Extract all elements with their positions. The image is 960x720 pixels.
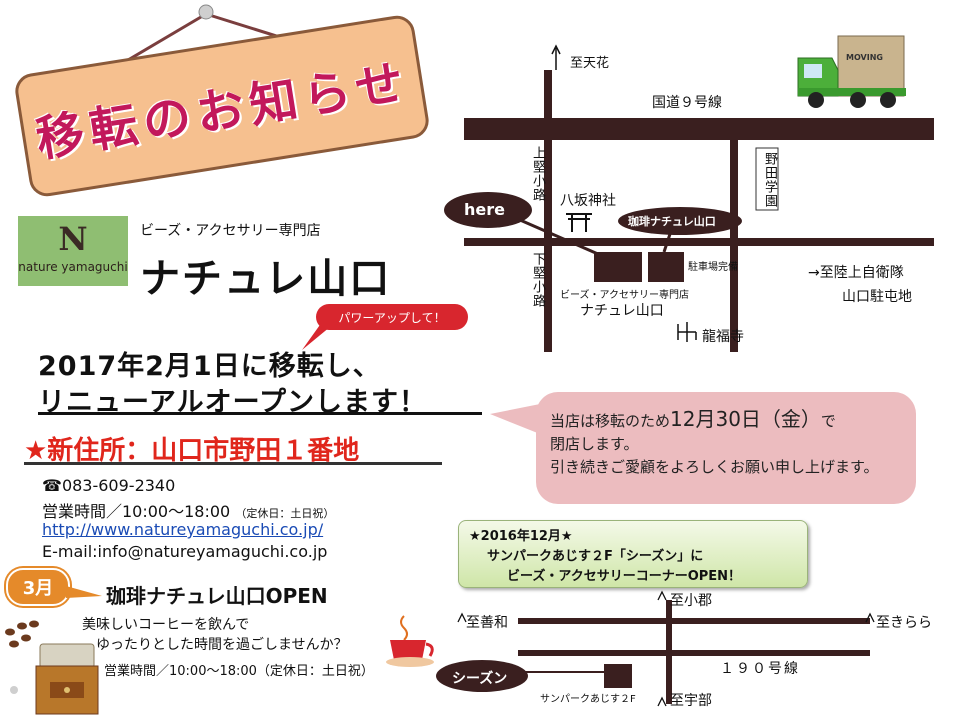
kami-jikoji-label: 上堅小路 (530, 146, 545, 202)
route9-road (464, 118, 934, 140)
sdf-label-line1: →至陸上自衛隊 (808, 265, 904, 281)
shop-category: ビーズ・アクセサリー専門店 (140, 223, 321, 239)
month-pointer (66, 586, 102, 598)
to-tenge-label: 至天花 (570, 56, 610, 71)
road-cross (464, 238, 934, 246)
season-line1: ★2016年12月★ (469, 529, 573, 544)
cafe-building (648, 252, 684, 282)
notice-bubble-tail (490, 404, 540, 434)
cafe-hours: 営業時間／10:00～18:00（定休日：土日祝） (104, 664, 374, 679)
website-link[interactable]: http://www.natureyamaguchi.co.jp/ (42, 520, 324, 539)
temple-icon (677, 322, 697, 342)
main-map (444, 35, 934, 352)
shop-logo: N nature yamaguchi (18, 216, 128, 286)
hours-text: 営業時間／10:00～18:00 (42, 502, 231, 521)
shop-name: ナチュレ山口 (140, 256, 392, 302)
to-zenwa-label: 至善和 (466, 615, 508, 631)
power-up-bubble: パワーアップして！ (316, 304, 468, 330)
email-text: E-mail:info@natureyamaguchi.co.jp (42, 542, 328, 561)
holiday-text: （定休日：土日祝） (235, 507, 335, 520)
notice-line1: 当店は移転のため12月30日（金）で (550, 407, 836, 431)
phone-icon: ☎ (42, 476, 62, 495)
season-line2: サンパークあじす２F「シーズン」に (487, 549, 704, 564)
road-west (544, 70, 552, 352)
moving-truck-icon (797, 35, 906, 108)
coffee-grinder-icon (5, 620, 99, 715)
route190-label: １９０号線 (720, 661, 800, 677)
torii-icon (566, 213, 592, 232)
logo-letter: N (58, 220, 88, 258)
small-cross-road (666, 600, 672, 704)
season-announcement: ★2016年12月★ サンパークあじす２F「シーズン」に ビーズ・アクセサリーコ… (458, 520, 808, 588)
here-bubble (444, 192, 532, 228)
notice-line3: 引き続きご愛顧をよろしくお願い申し上げます。 (550, 458, 879, 476)
logo-text: nature yamaguchi (18, 260, 128, 274)
nodagakuen-label: 野田学園 (762, 152, 777, 208)
to-kirara-label: 至きらら (876, 615, 932, 631)
hours-line: 営業時間／10:00～18:00 （定休日：土日祝） (42, 498, 334, 522)
shimo-jikoji-label: 下堅小路 (530, 252, 545, 308)
nodagakuen-box (755, 147, 779, 211)
cafe-label-oval (618, 207, 742, 235)
route190-road-south (518, 650, 870, 656)
route9-label: 国道９号線 (652, 95, 722, 111)
beads-shop-map-name: ナチュレ山口 (580, 303, 664, 319)
to-ube-arrow (657, 696, 667, 707)
parking-label: 駐車場完備 (688, 262, 738, 273)
month-badge: 3月 (6, 568, 70, 606)
cafe-line1: 美味しいコーヒーを飲んで (82, 617, 250, 633)
beads-shop-map-label: ビーズ・アクセサリー専門店 (560, 290, 689, 301)
to-zenwa-arrow (457, 612, 467, 623)
here-pointer (519, 218, 599, 256)
route190-road-north (518, 618, 870, 624)
phone-number: 083-609-2340 (61, 476, 176, 495)
yasaka-label: 八坂神社 (560, 193, 616, 209)
to-ogori-label: 至小郡 (670, 593, 712, 609)
season-bubble (436, 660, 528, 692)
ryufukuji-label: 龍福寺 (702, 329, 744, 345)
to-ogori-arrow (657, 590, 667, 601)
closing-notice: 当店は移転のため12月30日（金）で 閉店します。 引き続きご愛顧をよろしくお願… (536, 392, 916, 504)
new-address-underline (24, 462, 442, 465)
headline-underline (38, 412, 482, 415)
coffee-cup-icon (386, 615, 434, 667)
phone-line: ☎083-609-2340 (42, 476, 175, 495)
headline-line1: 2017年2月1日に移転し、 (38, 351, 381, 382)
beads-shop-building (594, 252, 642, 282)
cafe-title: 珈琲ナチュレ山口OPEN (106, 584, 328, 608)
sunpark-label: サンパークあじす２F (540, 694, 636, 705)
season-label: シーズン (452, 671, 508, 687)
sdf-label-line2: 山口駐屯地 (842, 289, 912, 305)
new-address: ★新住所：山口市野田１番地 (24, 436, 360, 466)
small-map (436, 590, 875, 707)
truck-moving-text: MOVING (846, 53, 883, 62)
cafe-line2: ゆったりとした時間を過ごしませんか？ (96, 637, 348, 653)
notice-line2: 閉店します。 (550, 435, 639, 453)
sunpark-building (604, 664, 632, 688)
here-label: here (464, 200, 505, 219)
to-kirara-arrow (865, 612, 875, 623)
cafe-map-label: 珈琲ナチュレ山口 (628, 215, 716, 228)
cafe-pointer (662, 233, 672, 253)
to-ube-label: 至宇部 (670, 693, 712, 709)
season-line3: ビーズ・アクセサリーコーナーOPEN！ (507, 569, 742, 584)
